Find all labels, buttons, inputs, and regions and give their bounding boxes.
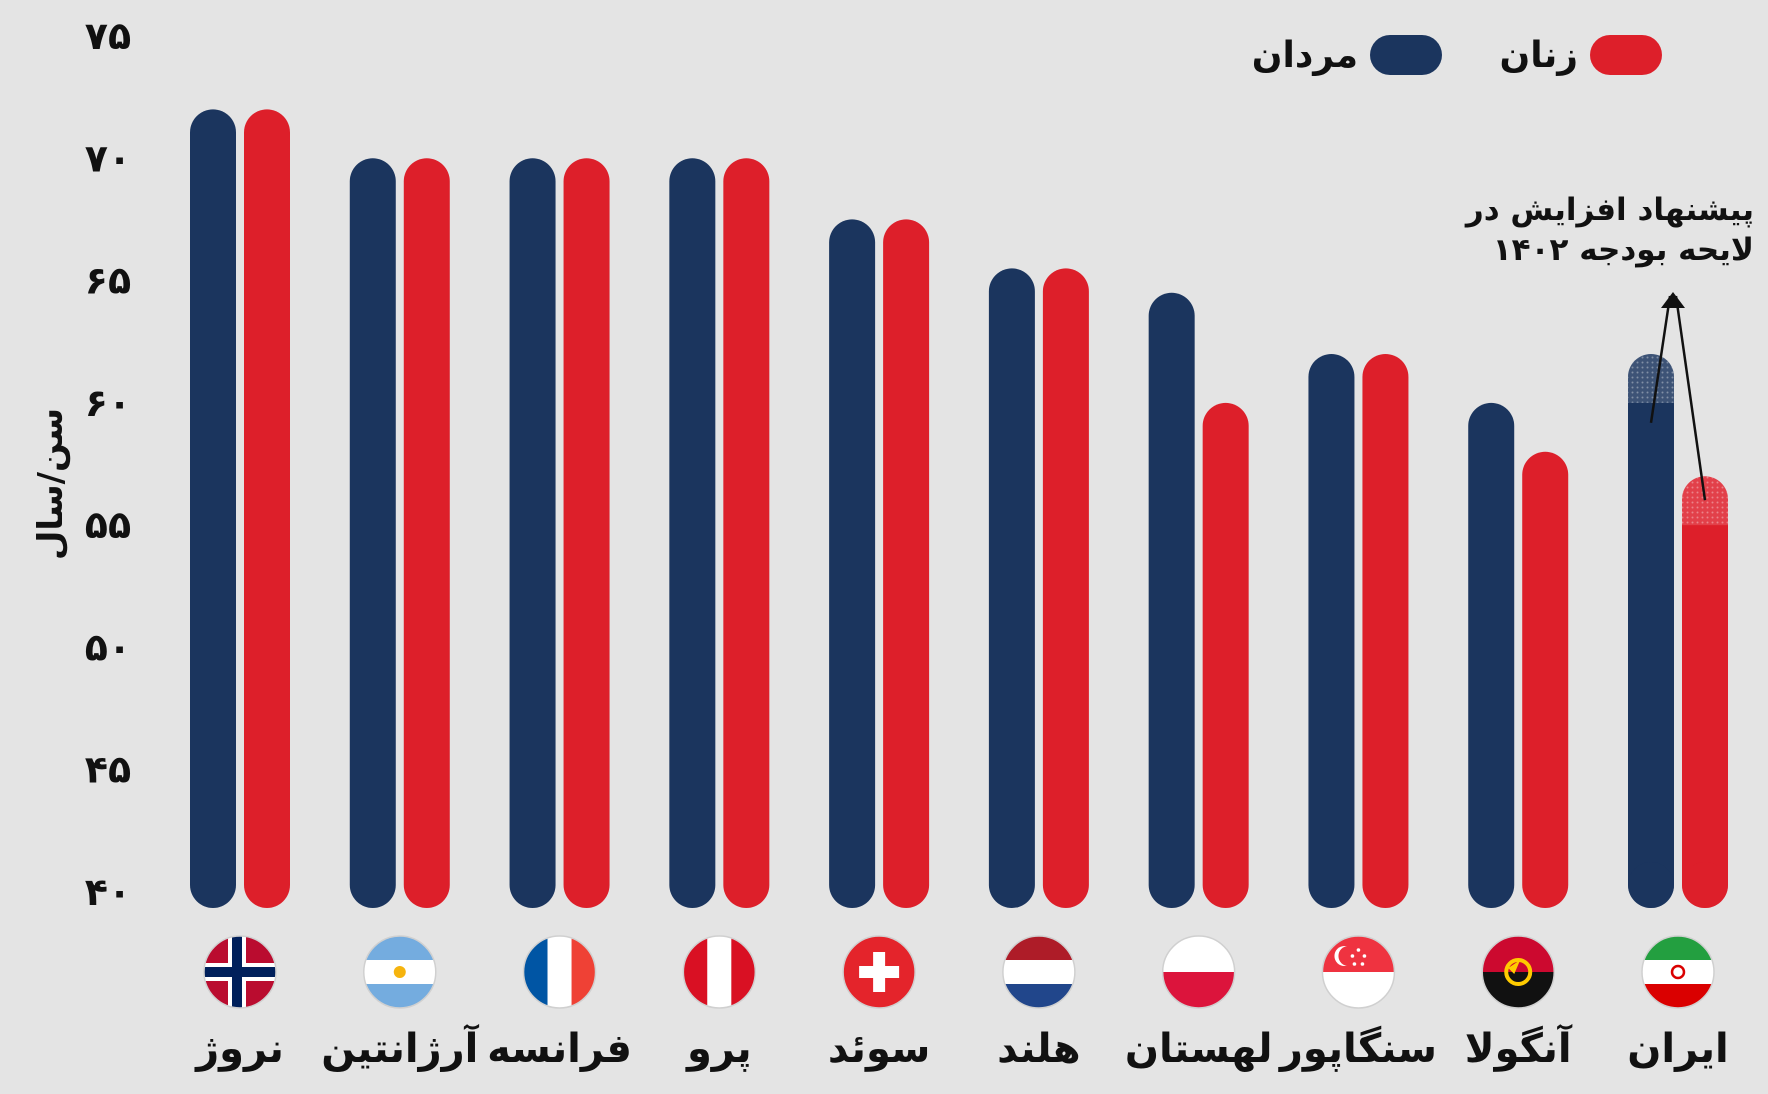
women-7-group	[1362, 353, 1409, 908]
angola-flag-icon	[1481, 935, 1555, 1009]
category-label: ایران	[1627, 1026, 1728, 1072]
annotation-line-2: لایحه بودجه ۱۴۰۲	[1493, 232, 1754, 268]
women-5-bar	[1042, 268, 1089, 908]
women-9-group	[1682, 476, 1728, 908]
legend: زنان مردان	[1252, 35, 1662, 76]
norway-flag-icon	[203, 935, 277, 1009]
netherlands-flag-icon	[1002, 935, 1076, 1009]
peru-flag-icon	[682, 935, 757, 1009]
women-4-group	[883, 219, 930, 908]
arrow-line-men	[1649, 295, 1672, 424]
men-5-bar	[988, 268, 1035, 908]
y-tick-label: ۶۰	[85, 381, 131, 425]
men-4-group	[829, 219, 876, 908]
women-6-group	[1202, 402, 1249, 908]
men-0-bar	[190, 109, 236, 908]
women-2-group	[563, 158, 610, 909]
arrow-line-women	[1674, 295, 1707, 501]
annotation-arrows	[1649, 292, 1707, 501]
women-0-group	[244, 109, 290, 908]
category-label: سنگاپور	[1278, 1025, 1437, 1072]
men-7-bar	[1308, 353, 1355, 908]
men-3-group	[669, 158, 716, 909]
men-1-bar	[349, 158, 396, 909]
category-label: آرژانتین	[321, 1023, 479, 1072]
poland-flag-icon	[1161, 935, 1236, 1009]
women-5-group	[1042, 268, 1089, 908]
france-flag-icon	[522, 935, 597, 1009]
y-tick-label: ۷۵	[85, 14, 131, 58]
category-label: فرانسه	[487, 1026, 632, 1072]
singapore-flag-icon	[1321, 935, 1396, 1009]
women-2-bar	[563, 158, 610, 909]
men-8-bar	[1468, 402, 1515, 908]
legend-label-men: مردان	[1252, 35, 1358, 76]
sweden-flag-icon	[842, 935, 916, 1009]
men-1-group	[349, 158, 396, 909]
men-3-bar	[669, 158, 716, 909]
women-1-bar	[403, 158, 450, 909]
women-1-group	[403, 158, 450, 909]
iran-flag-icon	[1641, 935, 1715, 1009]
legend-item-men: مردان	[1252, 35, 1442, 76]
y-axis-label: سن/سال	[31, 408, 71, 560]
category-label: هلند	[997, 1026, 1081, 1072]
women-7-bar	[1362, 353, 1409, 908]
arrow-head	[1661, 292, 1685, 308]
category-label: پرو	[685, 1026, 752, 1072]
y-tick-label: ۵۵	[85, 503, 131, 547]
legend-swatch-women	[1590, 35, 1662, 75]
men-6-bar	[1148, 292, 1195, 908]
category-label: سوئد	[828, 1026, 931, 1072]
legend-swatch-men	[1370, 35, 1442, 75]
women-8-group	[1522, 451, 1569, 908]
men-9-bar	[1628, 402, 1674, 885]
men-2-group	[509, 158, 556, 909]
men-6-group	[1148, 292, 1195, 908]
argentina-flag-icon	[363, 935, 437, 1009]
legend-item-women: زنان	[1500, 35, 1662, 76]
men-5-group	[988, 268, 1035, 908]
y-tick-label: ۷۰	[85, 136, 131, 180]
y-axis-ticks: ۴۰ ۴۵ ۵۰ ۵۵ ۶۰ ۶۵ ۷۰ ۷۵	[85, 14, 131, 914]
women-9-bar-base	[1682, 862, 1728, 908]
men-8-group	[1468, 402, 1515, 908]
women-9-bar	[1682, 525, 1728, 885]
women-8-bar	[1522, 451, 1569, 908]
men-4-bar	[829, 219, 876, 908]
y-tick-label: ۵۰	[85, 625, 131, 669]
y-tick-label: ۴۰	[85, 870, 131, 914]
bars	[190, 109, 1728, 909]
women-3-group	[723, 158, 770, 909]
y-tick-label: ۶۵	[85, 259, 131, 303]
women-0-bar	[244, 109, 290, 908]
category-label: لهستان	[1125, 1026, 1273, 1072]
category-label: نروژ	[194, 1026, 284, 1072]
men-7-group	[1308, 353, 1355, 908]
annotation-line-1: پیشنهاد افزایش در	[1464, 192, 1754, 228]
men-9-bar-base	[1628, 862, 1674, 908]
men-9-group	[1628, 353, 1674, 908]
legend-label-women: زنان	[1500, 35, 1579, 76]
women-4-bar	[883, 219, 930, 908]
men-0-group	[190, 109, 236, 908]
women-6-bar	[1202, 402, 1249, 908]
category-label: آنگولا	[1465, 1023, 1573, 1072]
annotation: پیشنهاد افزایش در لایحه بودجه ۱۴۰۲	[1464, 192, 1754, 501]
men-2-bar	[509, 158, 556, 909]
women-3-bar	[723, 158, 770, 909]
y-tick-label: ۴۵	[85, 748, 131, 792]
